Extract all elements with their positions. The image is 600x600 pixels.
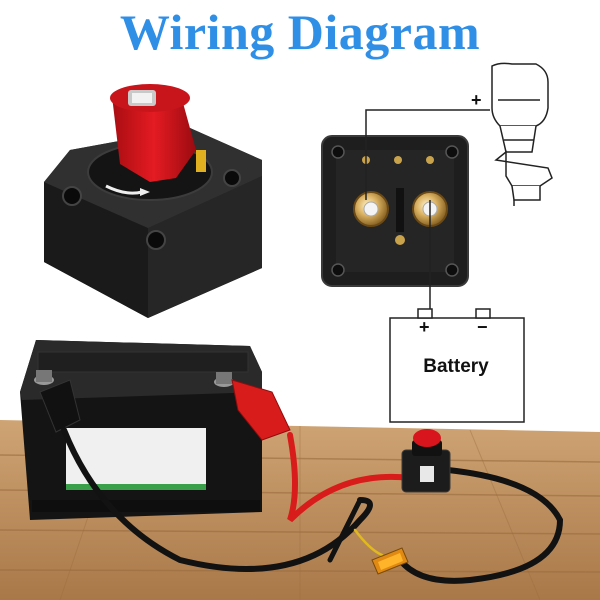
page-title: Wiring Diagram: [119, 4, 481, 60]
battery-switch-3d: [44, 84, 262, 318]
battery-label: Battery: [423, 356, 489, 377]
amber-light: [371, 547, 409, 575]
battery-minus-sign: −: [477, 317, 488, 337]
outboard-motor: [491, 62, 553, 206]
motor-plus-sign: +: [471, 90, 482, 110]
wiring-lines: [365, 109, 490, 315]
battery-schematic: [389, 308, 525, 423]
car-battery: [20, 340, 291, 520]
floor-switch: [401, 429, 451, 493]
cables: [61, 427, 564, 584]
battery-plus-sign: +: [419, 317, 430, 337]
switch-back-panel: [321, 135, 469, 287]
